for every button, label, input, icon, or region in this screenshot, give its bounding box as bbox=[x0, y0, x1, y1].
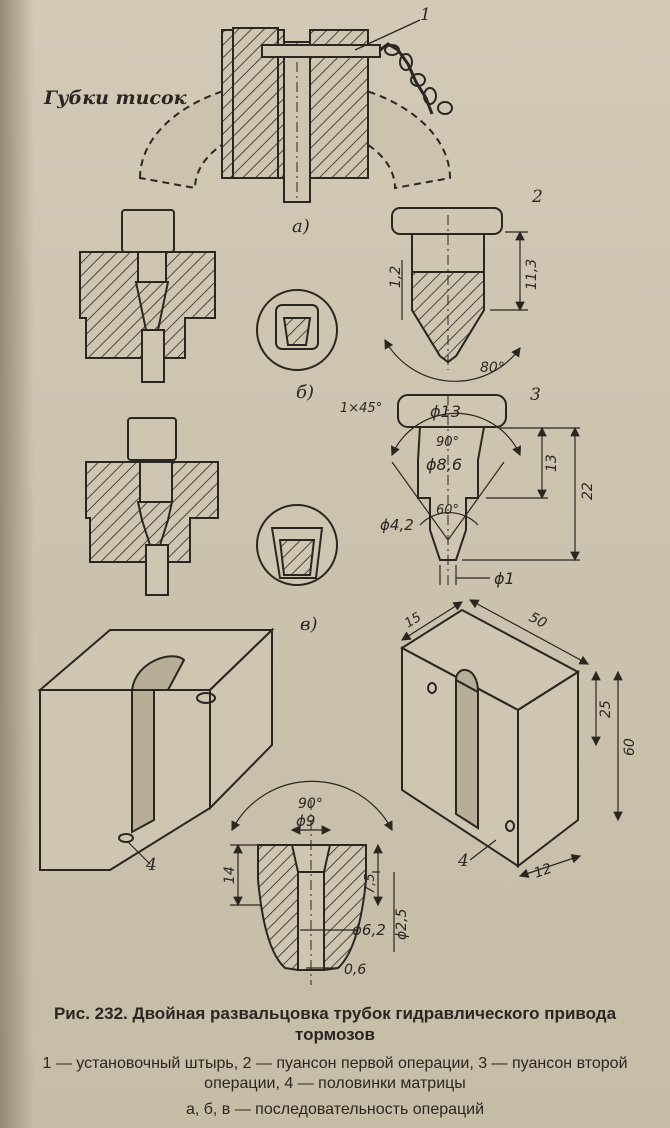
dim-die-06: 0,6 bbox=[344, 962, 366, 978]
label-vise-jaws: Губки тисок bbox=[43, 87, 187, 109]
dim-punch2-len22: 22 bbox=[580, 482, 596, 500]
dim-block-60: 60 bbox=[622, 738, 638, 756]
dim-block-15: 15 bbox=[402, 610, 424, 631]
label-view-a: а) bbox=[292, 216, 310, 237]
die-half-right bbox=[400, 599, 623, 878]
dim-die-dia62: ϕ6,2 bbox=[352, 921, 386, 939]
dim-punch2-len13: 13 bbox=[544, 454, 560, 472]
dim-punch1-12: 1,2 bbox=[388, 266, 404, 288]
dim-punch2-dia1: ϕ1 bbox=[494, 569, 515, 588]
dim-punch2-chamfer: 1×45° bbox=[340, 401, 382, 416]
dim-punch1-angle: 80° bbox=[480, 360, 505, 376]
dim-block-50: 50 bbox=[526, 609, 549, 632]
view-v-section bbox=[85, 417, 338, 596]
label-item-3: 3 bbox=[530, 385, 541, 405]
technical-drawing: Губки тисок 1 2 3 4 4 а) б) в) 1,2 11,3 … bbox=[37, 5, 638, 985]
view-b-section bbox=[79, 209, 338, 383]
dim-die-angle: 90° bbox=[298, 796, 323, 812]
label-item-4-left: 4 bbox=[145, 855, 157, 875]
die-half-left bbox=[37, 627, 275, 871]
label-view-v: в) bbox=[300, 614, 318, 635]
dim-die-dia25: ϕ2,5 bbox=[394, 908, 410, 940]
label-item-2: 2 bbox=[531, 187, 543, 207]
punch-2-part-3 bbox=[391, 394, 580, 585]
caption-legend: 1 — установочный штырь, 2 — пуансон перв… bbox=[42, 1054, 628, 1092]
dim-die-dia9: ϕ9 bbox=[296, 812, 315, 830]
dim-block-12: 12 bbox=[532, 861, 554, 882]
die-section bbox=[230, 780, 395, 985]
caption-sequence: а, б, в — последовательность операций bbox=[185, 1100, 485, 1118]
dim-punch2-angle60: 60° bbox=[436, 503, 459, 518]
label-view-b: б) bbox=[296, 382, 314, 403]
figure-caption: Рис. 232. Двойная развальцовка трубок ги… bbox=[20, 1003, 650, 1120]
dim-punch2-dia86: ϕ8,6 bbox=[426, 455, 462, 474]
label-item-1: 1 bbox=[420, 5, 431, 25]
dim-block-25: 25 bbox=[598, 700, 614, 718]
dim-die-75: 7,5 bbox=[363, 873, 378, 894]
dim-die-14: 14 bbox=[222, 866, 238, 884]
punch-1-part-2 bbox=[384, 207, 528, 382]
caption-title: Рис. 232. Двойная развальцовка трубок ги… bbox=[53, 1004, 617, 1045]
dim-punch2-dia13: ϕ13 bbox=[430, 402, 461, 421]
view-a-vise bbox=[138, 19, 453, 203]
dim-punch2-dia42: ϕ4,2 bbox=[380, 516, 414, 534]
label-item-4-right: 4 bbox=[457, 851, 469, 871]
dim-punch2-angle90: 90° bbox=[436, 435, 459, 450]
dim-punch1-113: 11,3 bbox=[524, 259, 540, 290]
